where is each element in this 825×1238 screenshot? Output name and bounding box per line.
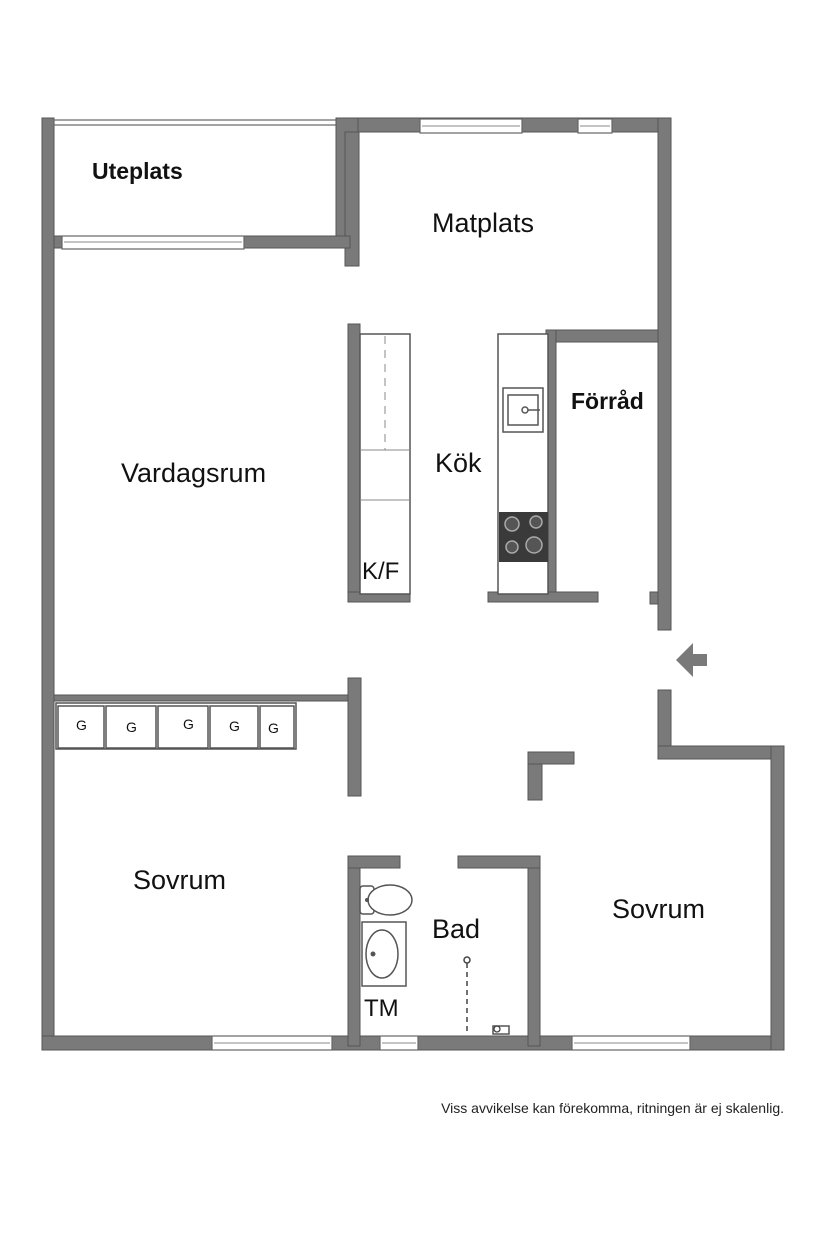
wardrobe-label: G (126, 719, 137, 735)
room-label-forrad: Förråd (571, 388, 644, 414)
wardrobe-row: G G G G G (55, 702, 297, 750)
shower-drain-icon (463, 956, 471, 1034)
toilet-icon (359, 884, 413, 916)
kitchen-counter-left (359, 333, 411, 595)
room-label-uteplats: Uteplats (92, 158, 183, 184)
disclaimer-text: Viss avvikelse kan förekomma, ritningen … (441, 1100, 784, 1116)
faucet-icon (492, 1025, 510, 1035)
washing-machine-label: TM (364, 995, 399, 1022)
window-bad (379, 1035, 419, 1051)
room-label-bad: Bad (432, 914, 480, 944)
room-label-sovrum-right: Sovrum (612, 894, 705, 924)
room-label-matplats: Matplats (432, 208, 534, 238)
wardrobe-label: G (268, 720, 279, 736)
room-label-kok: Kök (435, 448, 482, 478)
window-sovrum-left (211, 1035, 333, 1051)
wardrobe-label: G (183, 716, 194, 732)
entrance-arrow-icon (676, 643, 707, 677)
room-label-vardagsrum: Vardagsrum (121, 458, 266, 488)
window-sovrum-right (571, 1035, 691, 1051)
bathroom-sink-icon (361, 921, 407, 987)
windows (61, 118, 691, 1051)
window-uteplats (61, 235, 245, 250)
stove-icon (499, 512, 548, 562)
window-matplats-1 (419, 118, 523, 134)
room-label-sovrum-left: Sovrum (133, 865, 226, 895)
wardrobe-label: G (229, 718, 240, 734)
interior-walls (53, 323, 659, 1047)
kitchen-counter-right (497, 333, 549, 595)
fridge-freezer-label: K/F (362, 558, 399, 585)
window-matplats-2 (577, 118, 613, 134)
kitchen-sink-icon (502, 387, 544, 433)
wardrobe-label: G (76, 717, 87, 733)
